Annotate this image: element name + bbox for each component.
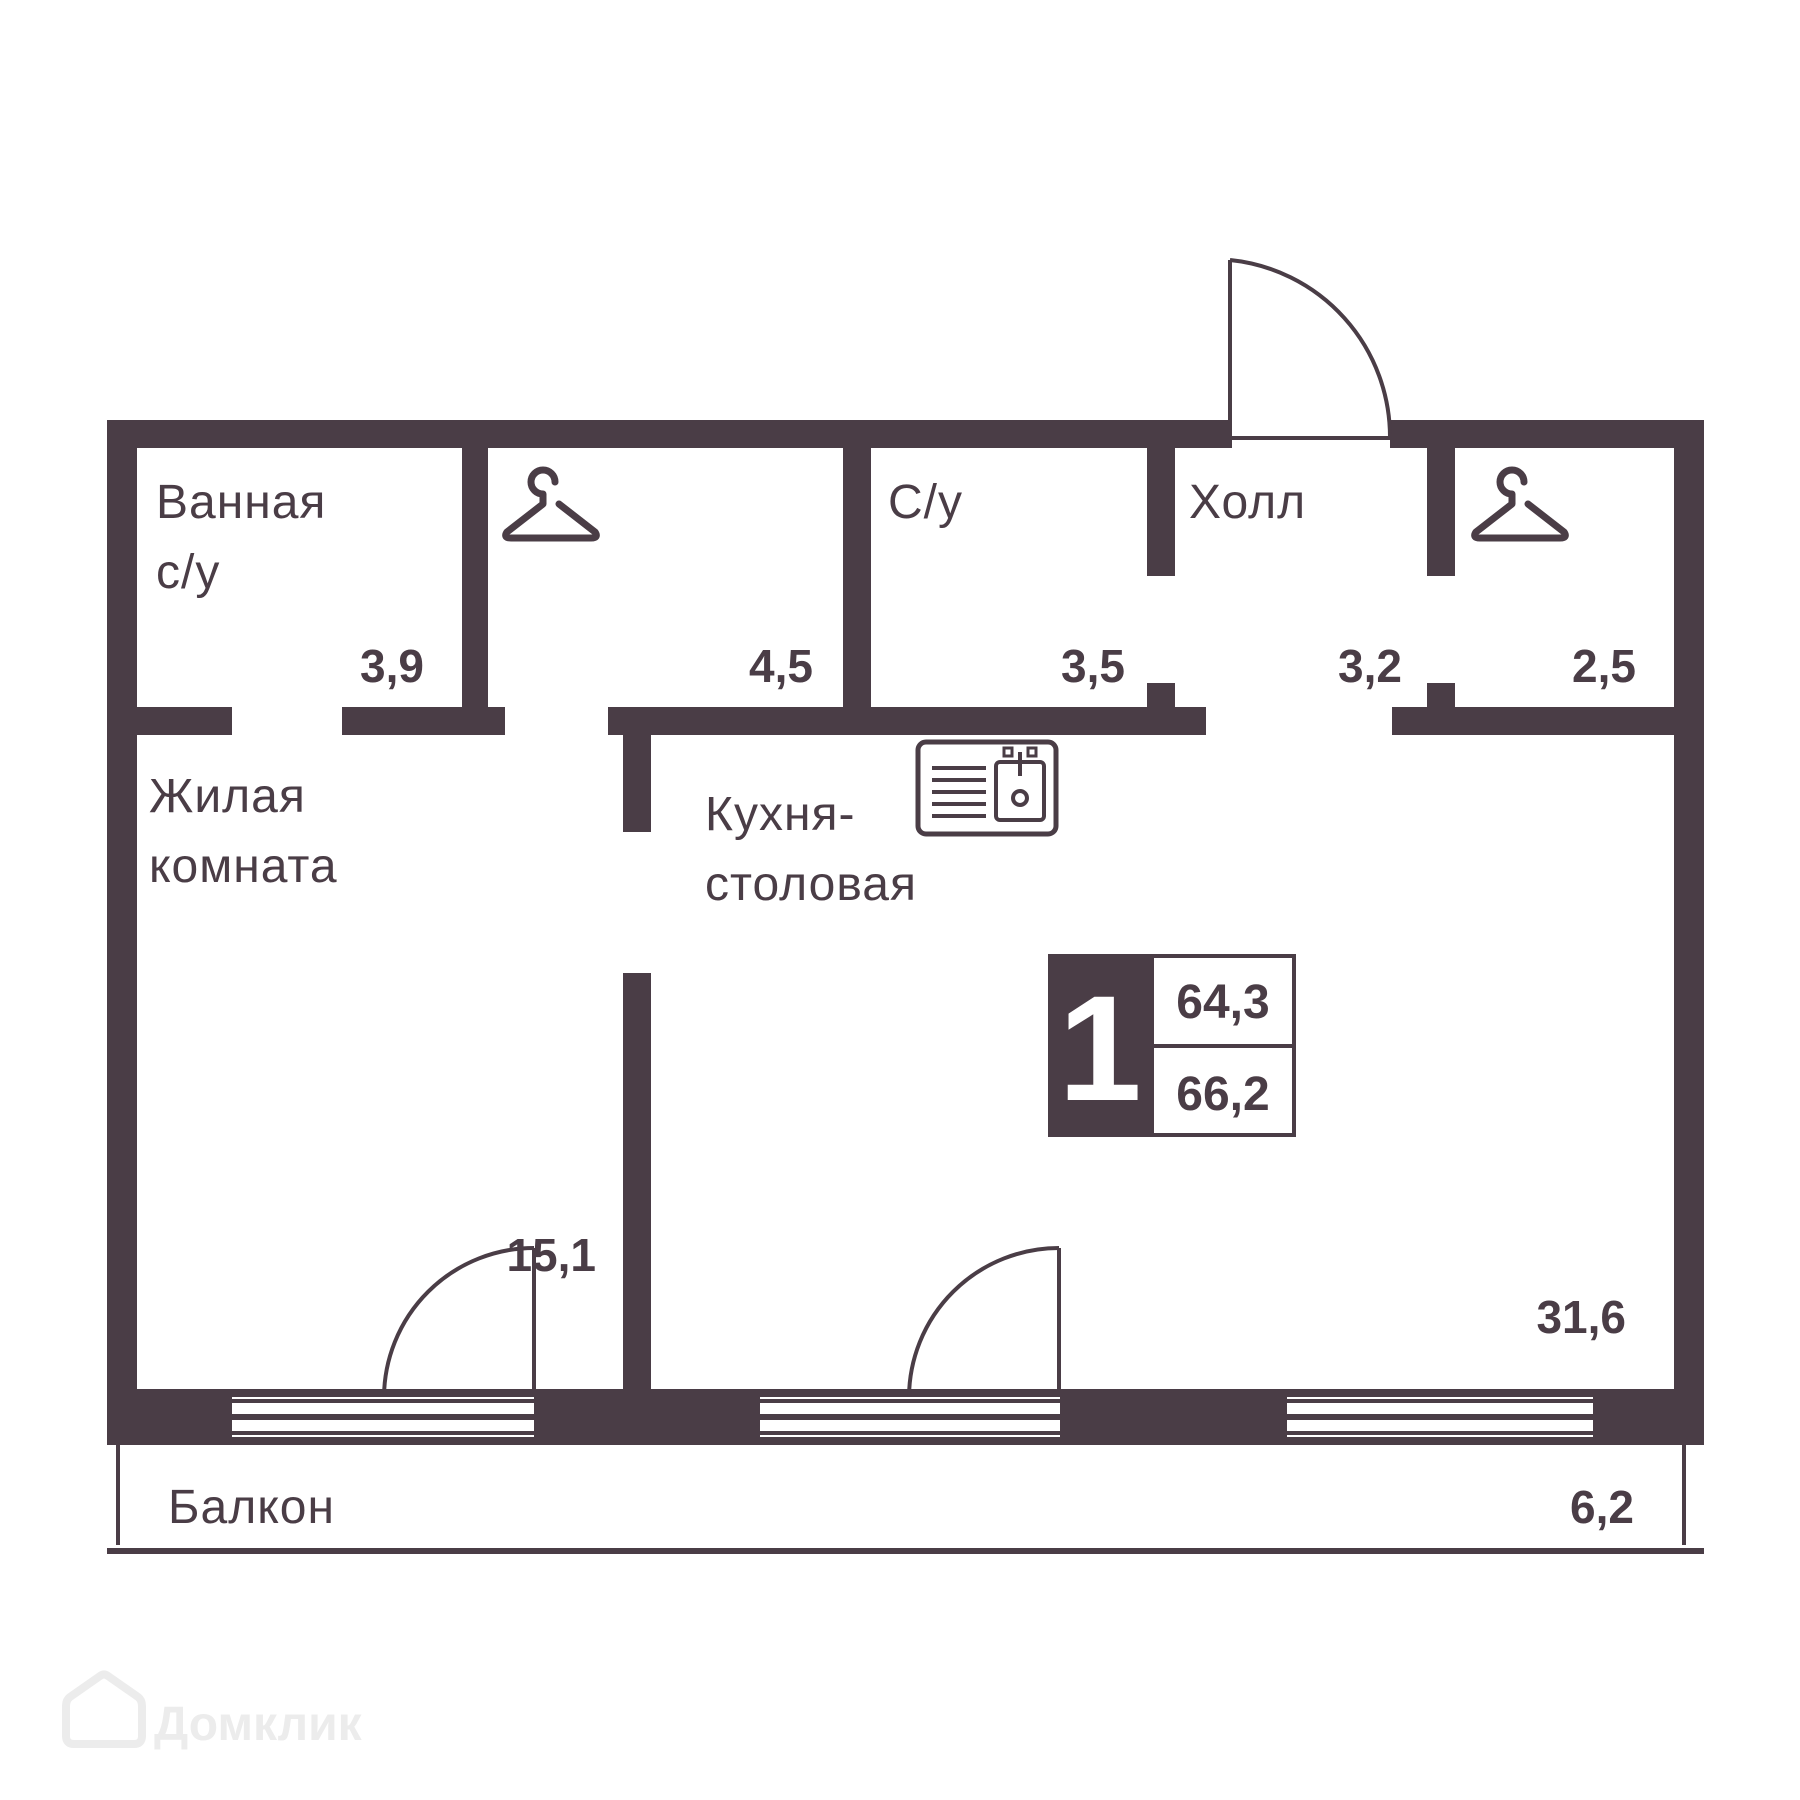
hanger-icon [1471,466,1569,542]
wardrobe-right-area: 2,5 [1572,640,1636,692]
entrance-door [1228,258,1393,440]
living-room-sublabel: комната [149,840,338,893]
kitchen-label: Кухня- [705,788,855,841]
window-kitchen-right [1287,1397,1593,1437]
rooms-count: 1 [1058,964,1141,1132]
summary-badge: 1 64,3 66,2 [1048,954,1296,1137]
outer-walls [107,420,1704,1445]
hall-label: Холл [1189,476,1306,529]
bathroom-label: Ванная [156,476,326,529]
sink-icon [915,739,1059,837]
balcony-door-kitchen [907,1246,1061,1398]
wc-label: С/у [888,476,963,529]
kitchen-sublabel: столовая [705,858,917,911]
hanger-icon [502,466,600,542]
window-kitchen [760,1397,1060,1437]
house-logo-icon [62,1670,146,1748]
balcony-outline [107,1445,1704,1554]
total-area: 66,2 [1176,1068,1269,1121]
interior-walls [107,420,1702,1393]
window-living [232,1397,534,1437]
watermark-text: Домклик [154,1698,363,1751]
living-total-area: 64,3 [1176,976,1269,1029]
balcony-area: 6,2 [1570,1481,1634,1533]
living-room-label: Жилая [149,770,306,823]
hall-area: 3,2 [1338,640,1402,692]
living-room-area: 15,1 [506,1229,596,1281]
kitchen-area: 31,6 [1536,1291,1626,1343]
wc-area: 3,5 [1061,640,1125,692]
balcony-label: Балкон [168,1481,335,1534]
wardrobe-left-area: 4,5 [749,640,813,692]
bathroom-sublabel: с/у [156,546,220,599]
watermark: Домклик [62,1670,363,1751]
balcony-door-living [382,1246,536,1398]
bathroom-area: 3,9 [360,640,424,692]
